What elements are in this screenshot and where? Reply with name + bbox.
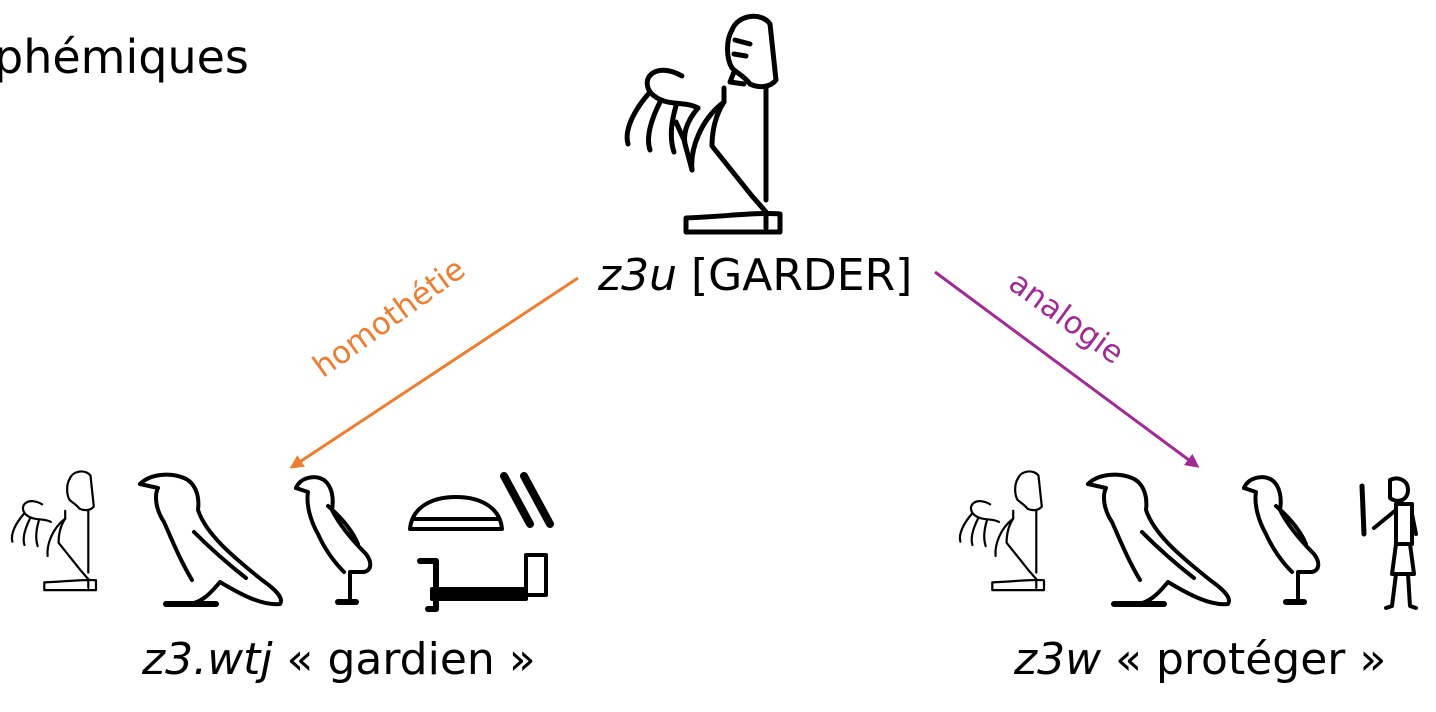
right-glyph-group (958, 470, 1418, 610)
left-glyph-group (10, 470, 554, 612)
analogie-arrow (934, 270, 1200, 468)
falcon-bird-icon (294, 475, 373, 605)
man-with-stick-icon (1359, 476, 1418, 610)
right-transliteration: z3w (1014, 634, 1102, 685)
root-transliteration: z3u (598, 250, 677, 301)
bed-icon (417, 553, 548, 612)
seated-man-holding-rope-icon (10, 470, 98, 592)
falcon-bird-icon (1242, 475, 1321, 605)
root-gloss: [GARDER] (690, 250, 913, 301)
bread-loaf-icon (408, 495, 504, 531)
vulture-icon (1086, 472, 1231, 607)
seated-man-holding-rope-icon (958, 470, 1046, 592)
seated-man-holding-rope-icon (624, 13, 783, 235)
slide-title-fragment: phémiques (0, 30, 249, 84)
vulture-icon (138, 472, 283, 607)
left-caption: z3.wtj « gardien » (142, 634, 536, 685)
right-gloss: « protéger » (1115, 634, 1387, 685)
double-stroke-icon (500, 472, 554, 528)
left-gloss: « gardien » (286, 634, 536, 685)
root-caption: z3u [GARDER] (598, 250, 912, 301)
right-caption: z3w « protéger » (1014, 634, 1386, 685)
homothetie-arrow (289, 276, 579, 469)
left-transliteration: z3.wtj (142, 634, 273, 685)
